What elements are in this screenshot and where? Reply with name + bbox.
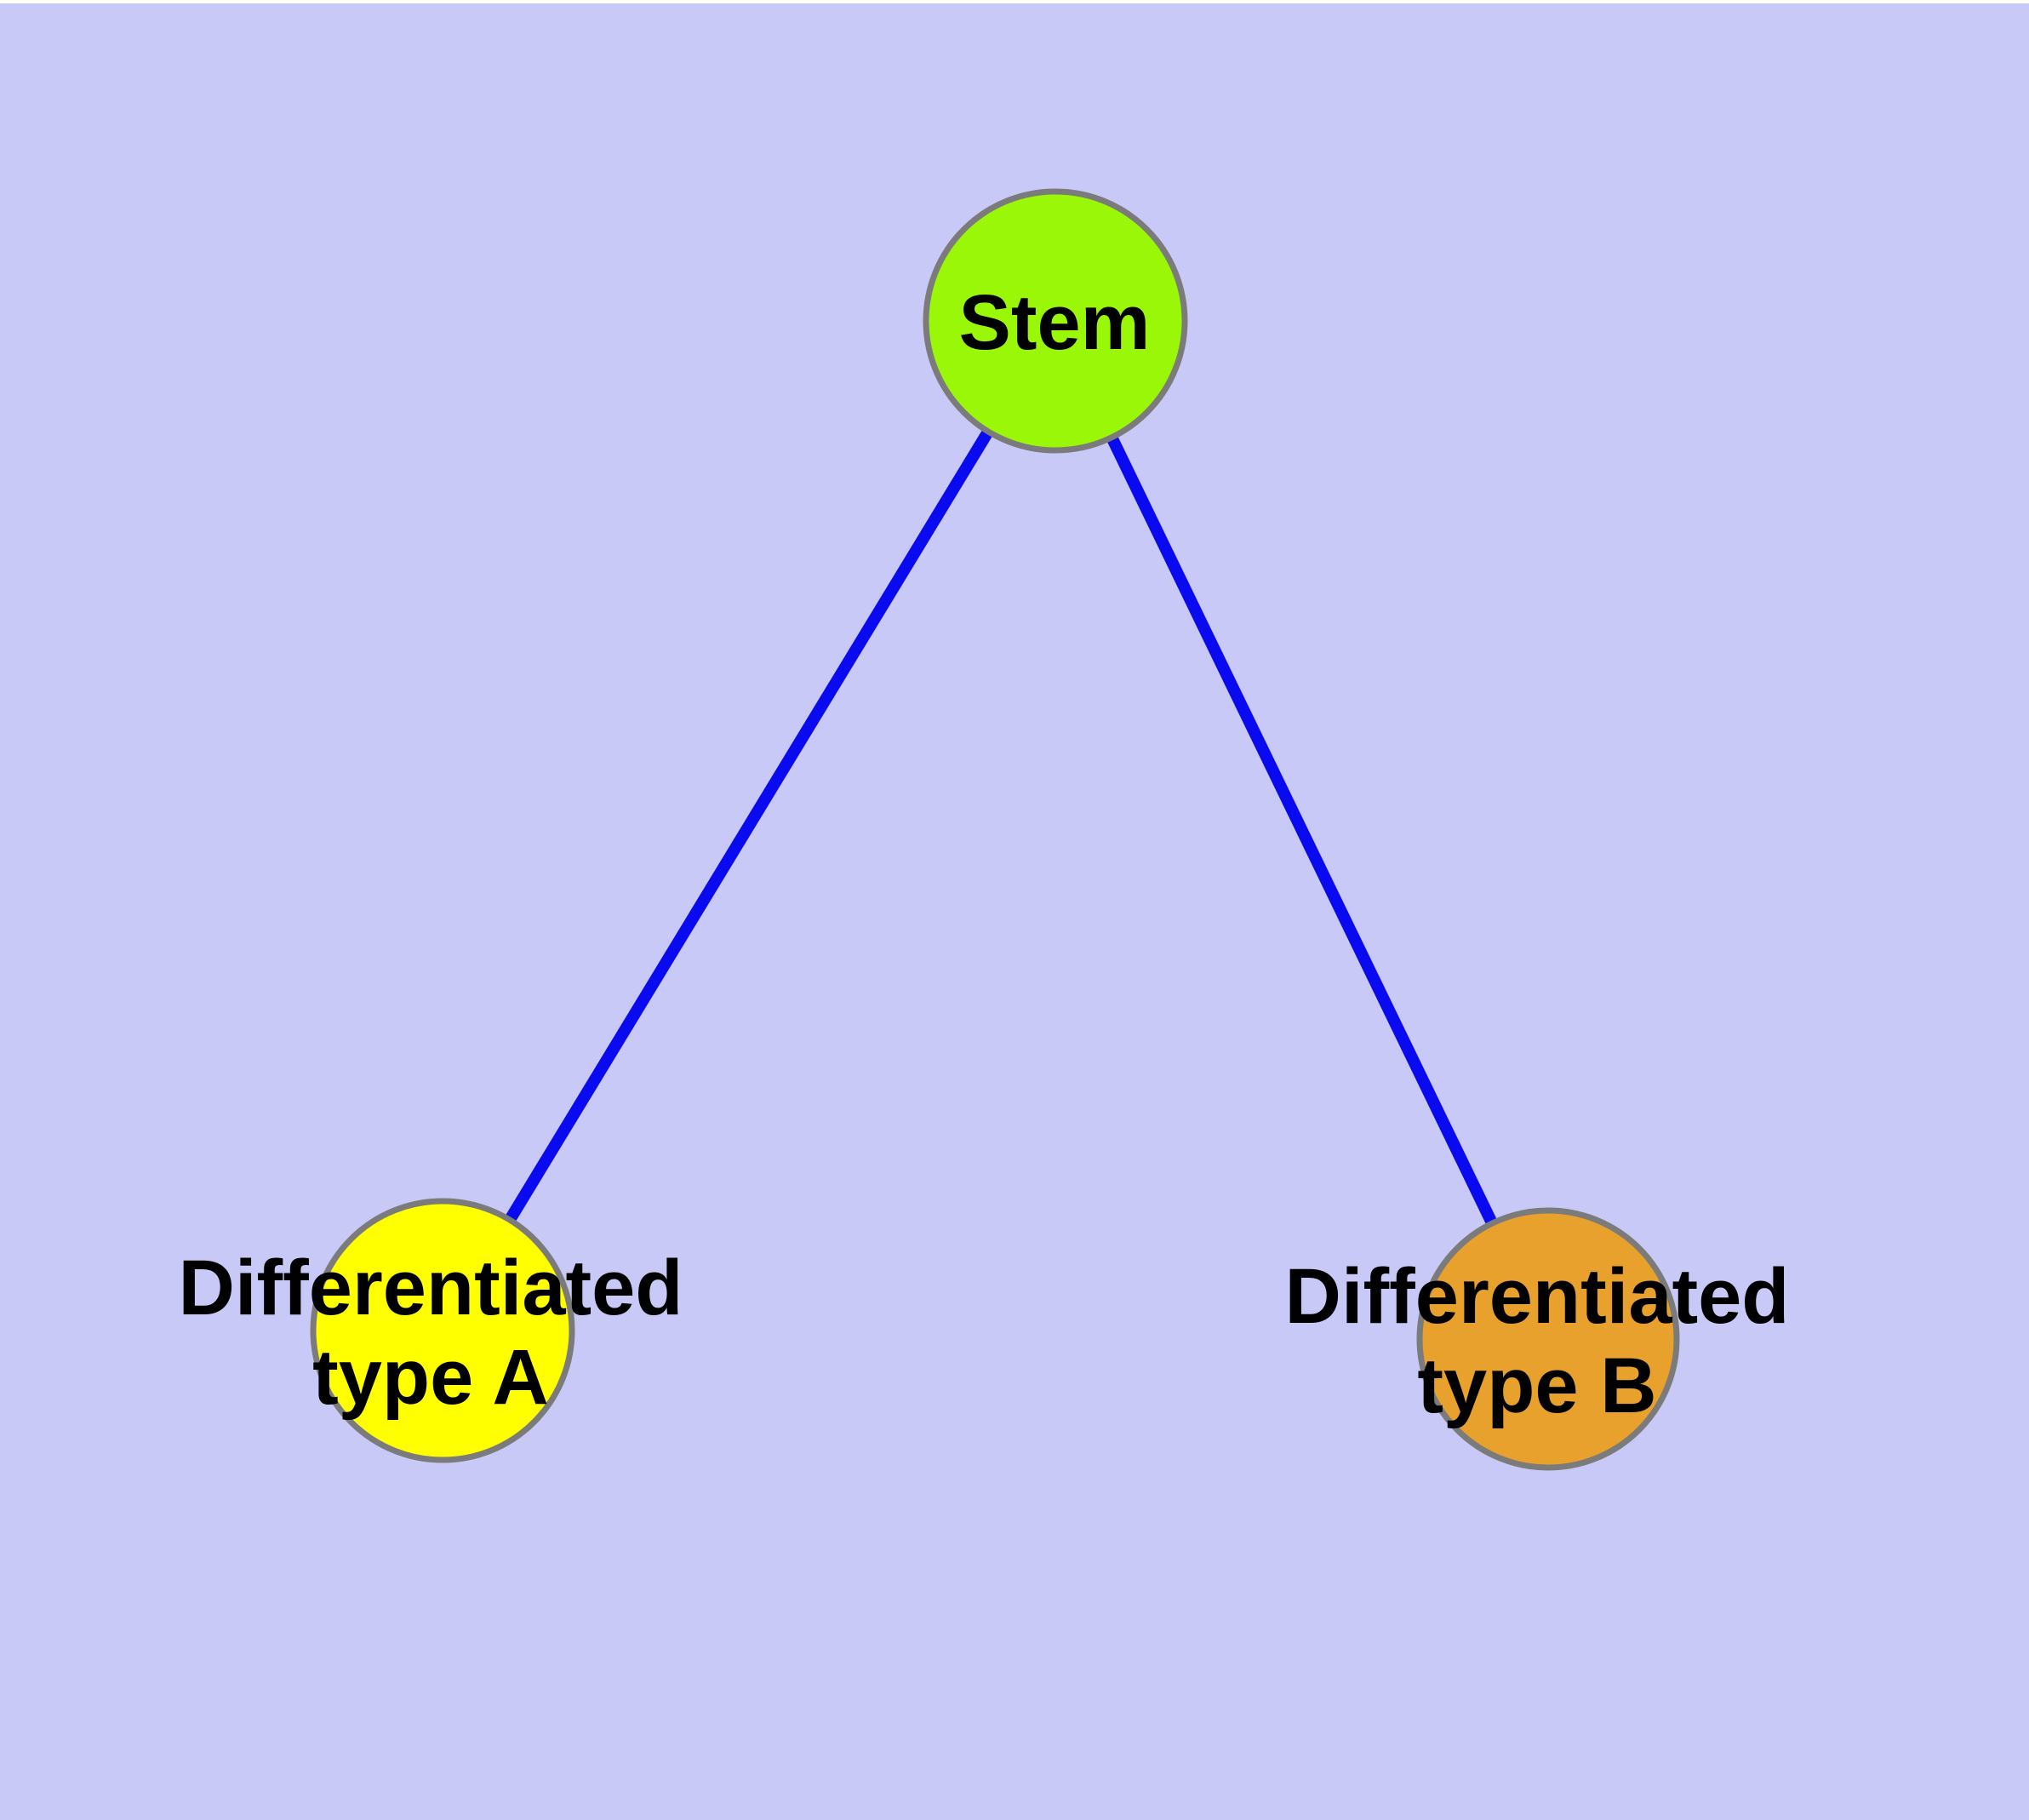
node-type-a-label-line1: Differentiated (179, 1245, 683, 1331)
node-type-a (310, 1198, 575, 1463)
node-type-a-label-line2: type A (312, 1334, 549, 1421)
node-type-b (1416, 1207, 1680, 1471)
node-stem (923, 188, 1188, 454)
node-type-b-label-line1: Differentiated (1285, 1253, 1790, 1340)
node-stem-label: Stem (959, 279, 1151, 366)
edge-stem-to-type-b (1049, 318, 1554, 1342)
node-type-b-label-line2: type B (1417, 1342, 1656, 1429)
edge-stem-to-type-a (437, 318, 1060, 1334)
